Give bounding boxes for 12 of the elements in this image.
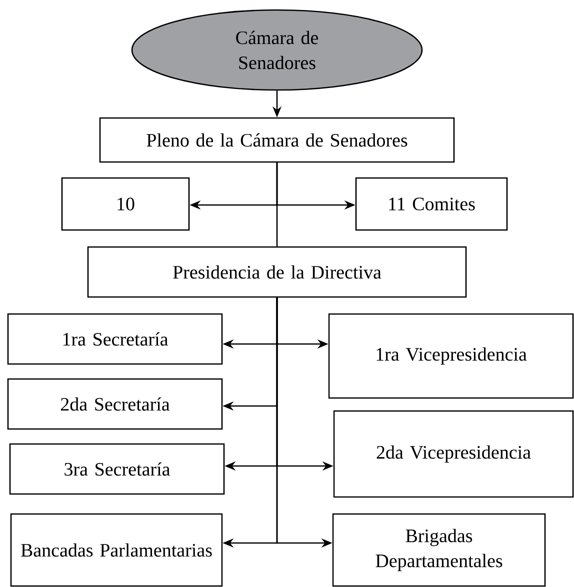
org-box: 2da Vicepresidencia xyxy=(333,410,574,498)
org-box: Pleno de la Cámara de Senadores xyxy=(99,117,455,163)
org-box: Bancadas Parlamentarias xyxy=(10,513,223,587)
org-box: 3ra Secretaría xyxy=(9,443,225,495)
org-box: 10 xyxy=(61,177,190,231)
oval-node: Cámara de Senadores xyxy=(131,9,423,91)
org-box: Brigadas Departamentales xyxy=(332,513,546,587)
org-box: 2da Secretaría xyxy=(7,378,223,430)
org-box: 1ra Secretaría xyxy=(7,313,223,365)
org-box: Presidencia de la Directiva xyxy=(87,246,467,298)
org-box: 11 Comites xyxy=(355,177,508,231)
org-box: 1ra Vicepresidencia xyxy=(328,313,574,399)
